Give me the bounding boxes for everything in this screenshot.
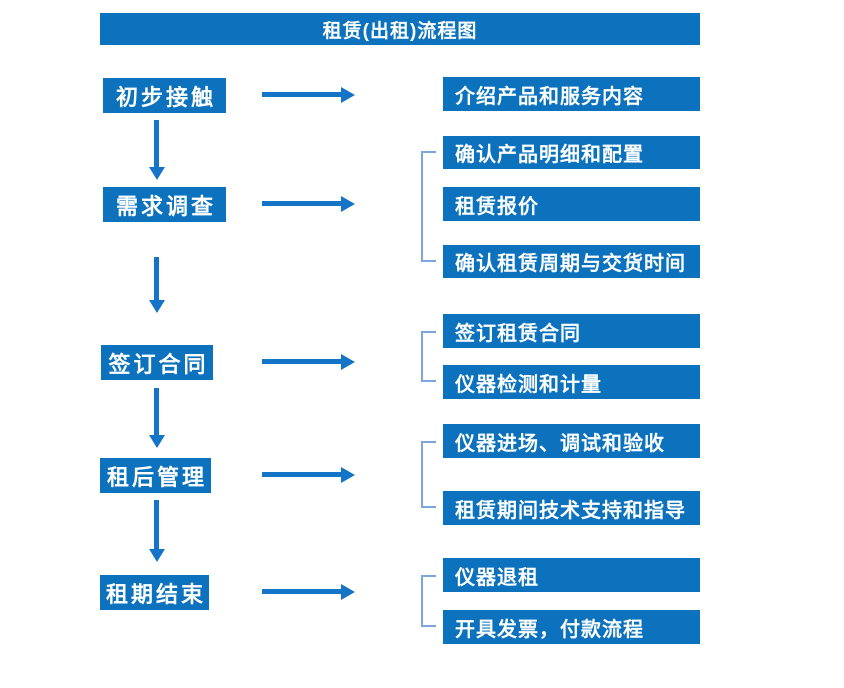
group-bracket-post-rental [421, 441, 436, 508]
detail-box-confirm-product-details: 确认产品明细和配置 [443, 136, 700, 169]
arrow-right-icon [262, 584, 355, 600]
detail-box-invoice-payment: 开具发票，付款流程 [443, 610, 700, 644]
detail-box-tech-support: 租赁期间技术支持和指导 [443, 491, 700, 525]
arrow-down-icon [149, 120, 165, 180]
arrow-down-icon [149, 388, 165, 448]
flowchart-title: 租赁(出租)流程图 [100, 13, 700, 45]
detail-box-sign-rental-contract: 签订租赁合同 [443, 314, 700, 348]
group-bracket-rental-end [421, 575, 436, 627]
arrow-right-icon [262, 87, 355, 103]
detail-box-instrument-testing: 仪器检测和计量 [443, 365, 700, 399]
arrow-right-icon [262, 196, 355, 212]
detail-box-instrument-setup: 仪器进场、调试和验收 [443, 424, 700, 458]
group-bracket-demand-survey [421, 151, 436, 262]
arrow-right-icon [262, 354, 355, 370]
arrow-right-icon [262, 467, 355, 483]
step-box-initial-contact: 初步接触 [103, 78, 226, 113]
step-box-rental-end: 租期结束 [100, 575, 209, 610]
detail-box-introduce-products: 介绍产品和服务内容 [443, 77, 700, 111]
arrow-down-icon [149, 500, 165, 562]
group-bracket-sign-contract [421, 331, 436, 382]
detail-box-confirm-rental-period: 确认租赁周期与交货时间 [443, 245, 700, 278]
step-box-post-rental-management: 租后管理 [100, 458, 211, 493]
detail-box-rental-quote: 租赁报价 [443, 187, 700, 221]
step-box-sign-contract: 签订合同 [101, 345, 213, 380]
step-box-demand-survey: 需求调查 [103, 187, 226, 222]
arrow-down-icon [149, 257, 165, 313]
detail-box-instrument-return: 仪器退租 [443, 558, 700, 592]
